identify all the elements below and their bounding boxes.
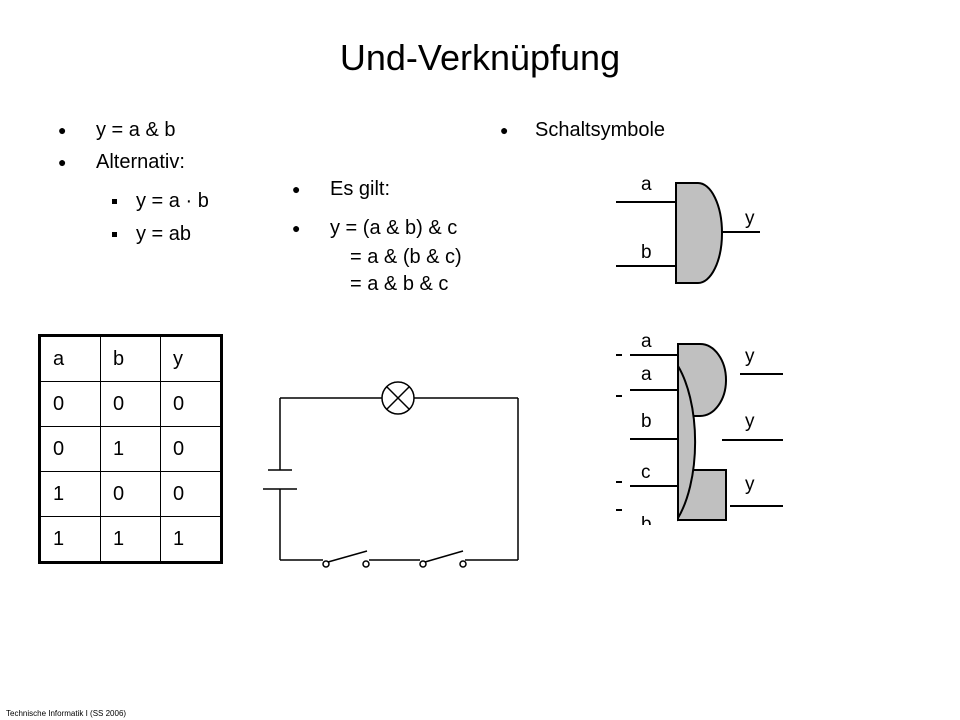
table-row: 0 1 0 — [39, 426, 222, 472]
sub-bullet-dot-product: y = a · b — [136, 190, 209, 212]
switch2-lever — [424, 550, 464, 563]
table-cell: 0 — [160, 381, 222, 427]
gate2-output-y: y — [745, 411, 755, 432]
and-gate-body — [675, 182, 723, 284]
switch1-contact — [322, 560, 330, 568]
header-cell-a: a — [39, 335, 101, 382]
switch1-lever — [327, 550, 368, 563]
bullet-associativity-line1: y = (a & b) & c — [330, 217, 458, 239]
switch2-contact — [419, 560, 427, 568]
truth-table: a b y 0 0 0 0 1 0 1 0 0 1 1 1 — [38, 334, 223, 564]
gate2-output-y: y — [745, 474, 755, 495]
bullet-dot: ● — [58, 122, 67, 138]
gate2-label-b-bottom: b — [641, 514, 652, 525]
bullet-y-equals: y = a & b — [96, 119, 176, 141]
table-cell: 0 — [100, 471, 161, 517]
header-cell-b: b — [100, 335, 161, 382]
bullet-dot: ● — [58, 154, 67, 170]
sub-bullet-ab: y = ab — [136, 223, 192, 245]
table-row: 0 0 0 — [39, 381, 222, 427]
and-gate-body — [677, 362, 697, 522]
bullet-schaltsymbole: Schaltsymbole — [535, 119, 666, 141]
table-cell: 1 — [39, 471, 101, 517]
table-cell: 0 — [100, 381, 161, 427]
table-header-row: a b y — [39, 335, 222, 382]
circuit-diagram — [263, 381, 519, 568]
table-cell: 0 — [160, 471, 222, 517]
table-row: 1 0 0 — [39, 471, 222, 517]
table-cell: 1 — [100, 426, 161, 472]
table-cell: 0 — [160, 426, 222, 472]
table-cell: 1 — [160, 516, 222, 563]
gate1-input-b-label: b — [641, 242, 652, 263]
bullet-dot: ● — [500, 122, 509, 138]
and-gate-symbol — [616, 182, 760, 284]
gate2-label-a: a — [641, 364, 652, 385]
gate1-input-a-label: a — [641, 174, 652, 195]
bullet-dot: ● — [292, 181, 301, 197]
table-cell: 1 — [39, 516, 101, 563]
gate1-output-y-label: y — [745, 208, 755, 229]
switch1-contact — [362, 560, 370, 568]
table-cell: 1 — [100, 516, 161, 563]
lamp-icon — [381, 381, 415, 415]
header-cell-y: y — [160, 335, 222, 382]
table-cell: 0 — [39, 426, 101, 472]
slide-title: Und-Verknüpfung — [339, 37, 621, 78]
gate2-label-c: c — [641, 462, 651, 483]
table-row: 1 1 1 — [39, 516, 222, 563]
bullet-associativity-line3: = a & b & c — [350, 273, 449, 295]
bullet-associativity-line2: = a & (b & c) — [350, 246, 462, 268]
three-input-and-gate-symbol — [616, 343, 783, 522]
gate2-label-a-top: a — [641, 331, 652, 352]
gate2-output-y: y — [745, 346, 755, 367]
bullet-es-gilt: Es gilt: — [330, 178, 391, 200]
switch2-contact — [459, 560, 467, 568]
sub-bullet-square — [112, 199, 117, 204]
bullet-alternativ: Alternativ: — [96, 151, 185, 173]
footer-course-label: Technische Informatik I (SS 2006) — [6, 709, 127, 718]
sub-bullet-square — [112, 232, 117, 237]
table-cell: 0 — [39, 381, 101, 427]
gate2-label-b: b — [641, 411, 652, 432]
bullet-dot: ● — [292, 220, 301, 236]
